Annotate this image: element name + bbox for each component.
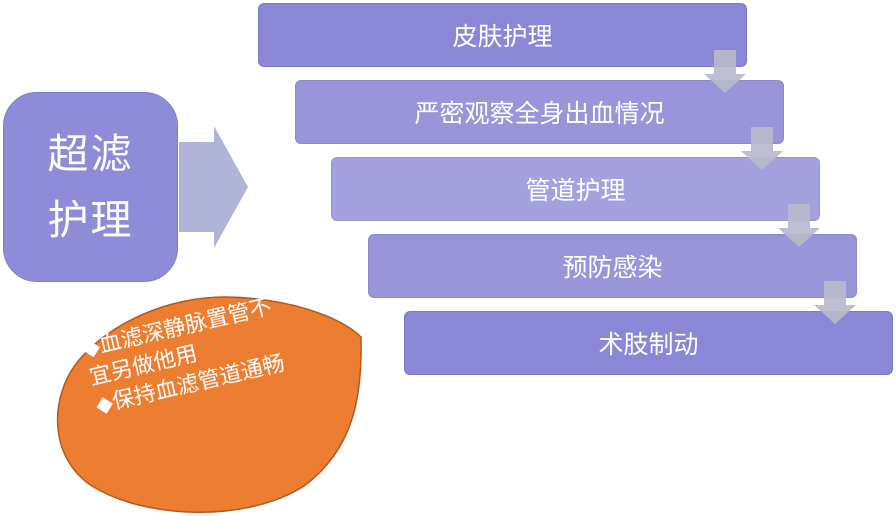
down-arrow-icon (741, 127, 783, 170)
step-label: 预防感染 (562, 253, 663, 282)
down-arrow-icon (778, 204, 820, 247)
step-label: 严密观察全身出血情况 (414, 99, 665, 128)
teardrop-note-icon (56, 296, 362, 513)
step-observe-bleeding: 严密观察全身出血情况 (295, 80, 784, 144)
step-label: 术肢制动 (598, 330, 699, 359)
step-label: 管道护理 (525, 176, 626, 205)
step-label: 皮肤护理 (452, 22, 553, 51)
step-prevent-infection: 预防感染 (368, 234, 857, 298)
big-right-arrow-icon (179, 126, 248, 248)
down-arrow-icon (814, 281, 856, 324)
diagram-title: 超滤护理 (47, 130, 134, 244)
down-arrow-icon (704, 50, 746, 93)
title-box: 超滤护理 (3, 92, 178, 282)
step-skin-care: 皮肤护理 (258, 3, 747, 67)
step-catheter-care: 管道护理 (331, 157, 820, 221)
step-limb-immobilization: 术肢制动 (404, 311, 893, 375)
